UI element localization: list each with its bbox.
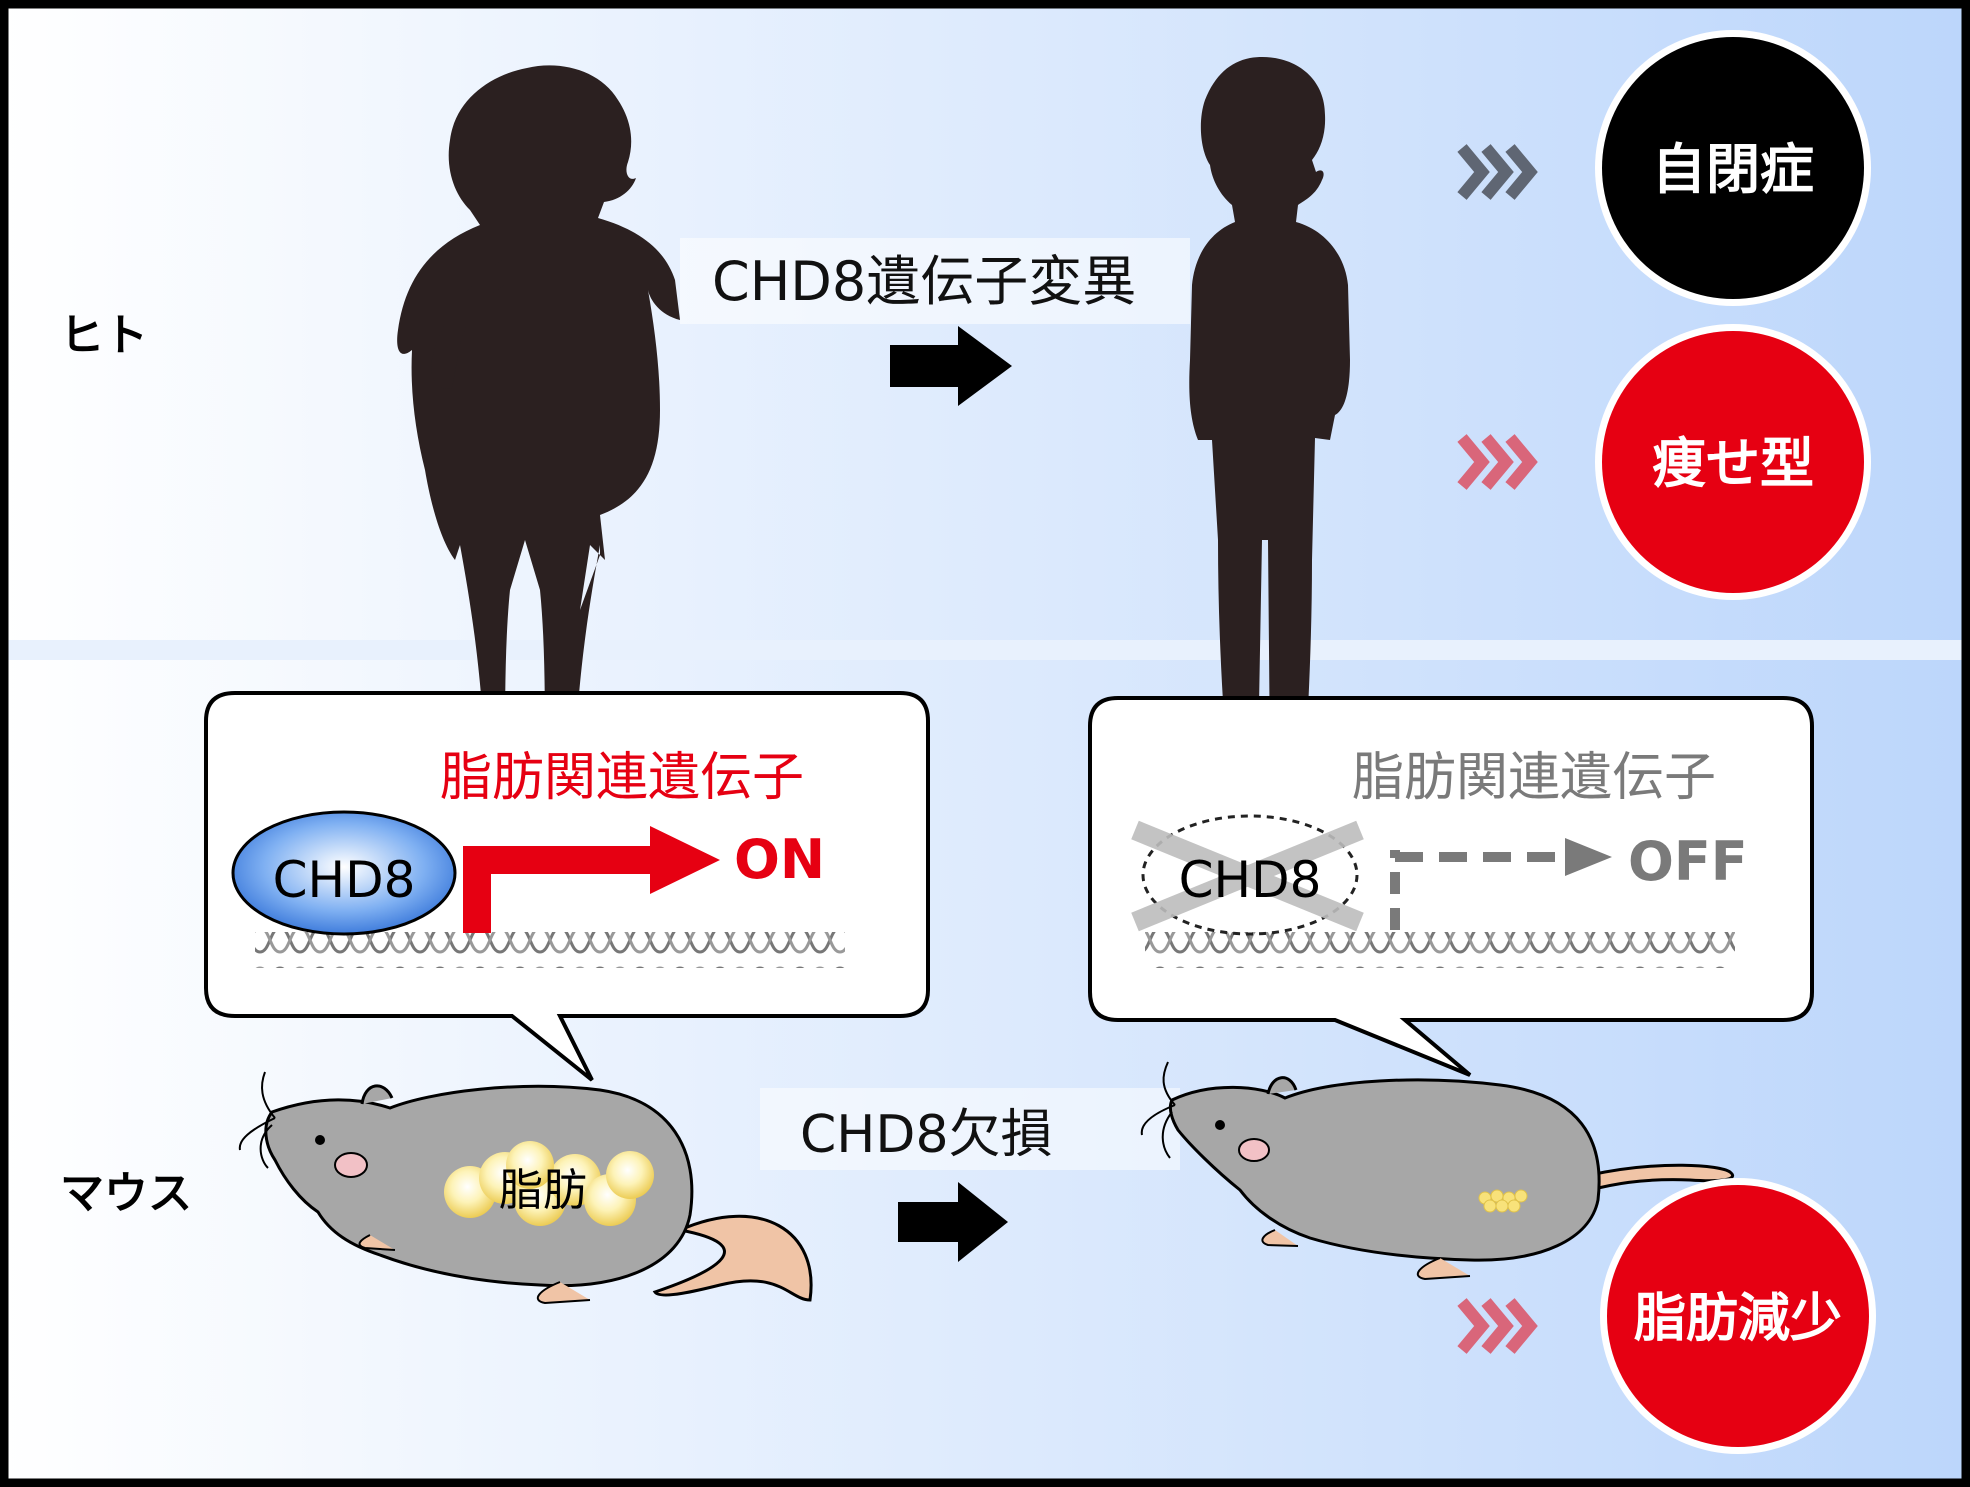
lean-circle [1602, 331, 1864, 593]
fat-deposit [444, 1141, 654, 1226]
mouse-transition-arrow [898, 1182, 1008, 1262]
mouse-label: マウス [60, 1168, 192, 1219]
transcription-arrow-on [463, 826, 720, 933]
front-paw [358, 1234, 396, 1251]
normal-mouse [238, 1071, 813, 1305]
reduced-fat-deposit [1478, 1189, 1528, 1213]
human-label: ヒト [60, 310, 148, 361]
autism-circle [1602, 37, 1864, 299]
gene-label-knockout: 脂肪関連遺伝子 [1352, 748, 1716, 808]
tail [652, 1214, 813, 1302]
mutation-label: CHD8遺伝子変異 [712, 250, 1136, 313]
mutation-label-band [680, 238, 1190, 324]
chd8-absent-label: CHD8 [1179, 851, 1322, 909]
hind-paw [1416, 1257, 1471, 1281]
ear [1238, 1138, 1270, 1162]
front-paw [1261, 1229, 1299, 1247]
fat-reduction-circle [1607, 1185, 1869, 1447]
slim-human-silhouette [1189, 57, 1350, 798]
transcription-arrow-off [1390, 850, 1565, 930]
knockout-mouse [1140, 1061, 1734, 1281]
lean-label: 痩せ型 [1652, 432, 1814, 495]
dna-strand-normal [255, 932, 845, 968]
ear [334, 1152, 368, 1178]
speech-bubble-normal [204, 691, 930, 1082]
fat-reduction-chevron-icon [1457, 1298, 1538, 1354]
speech-bubble-knockout [1088, 696, 1814, 1077]
state-off-label: OFF [1628, 830, 1748, 893]
obese-human-silhouette [397, 65, 680, 788]
chd8-protein [231, 810, 457, 936]
lean-chevron-icon [1457, 434, 1538, 490]
human-transition-arrow [890, 326, 1012, 406]
panel-divider [0, 640, 1970, 660]
autism-chevron-icon [1457, 144, 1538, 200]
dna-strand-knockout [1145, 932, 1735, 968]
fat-reduction-label: 脂肪減少 [1634, 1289, 1842, 1349]
whiskers [1140, 1061, 1176, 1159]
gene-label-normal: 脂肪関連遺伝子 [440, 748, 804, 808]
deletion-cross-icon [1131, 820, 1364, 932]
fat-label: 脂肪 [499, 1165, 587, 1216]
deletion-label-band [760, 1088, 1180, 1170]
deletion-label: CHD8欠損 [800, 1105, 1053, 1165]
whiskers [238, 1071, 276, 1169]
hind-paw [536, 1281, 591, 1305]
state-on-label: ON [734, 828, 825, 891]
chd8-absent-outline [1141, 814, 1359, 936]
off-arrowhead [1565, 838, 1612, 876]
chd8-protein-label: CHD8 [273, 851, 416, 909]
eye [1215, 1120, 1225, 1130]
eye [315, 1135, 325, 1145]
autism-label: 自閉症 [1652, 138, 1814, 201]
